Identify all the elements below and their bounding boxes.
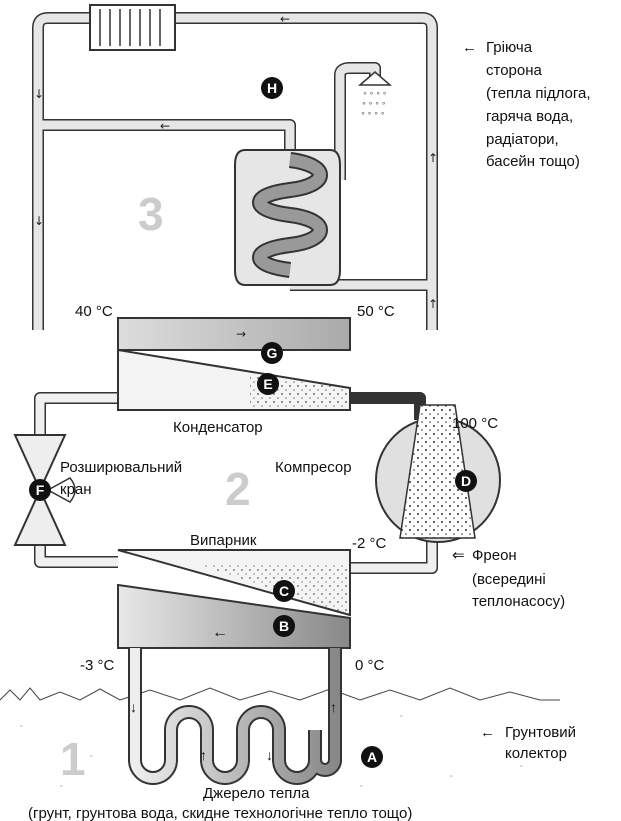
svg-text:°: ° [20,724,23,732]
svg-text:°: ° [360,784,363,792]
valve-label-1: Розширювальний [60,459,182,476]
circuit-number-2: 2 [225,463,251,515]
svg-text:H: H [267,80,277,96]
source-title: Джерело тепла [203,785,310,802]
temp-100: 100 °C [452,415,498,432]
svg-text:↓: ↓ [266,747,273,763]
shower-icon: ° ° ° °° ° ° °° ° ° ° [357,71,393,120]
temp-50: 50 °C [357,303,395,320]
svg-text:↑: ↑ [330,699,337,715]
collector-flow-arrows: ↓ ↑ ↑ ↓ [130,699,337,763]
svg-text:↑: ↑ [428,297,438,311]
badge-h: H [261,77,283,99]
heating-label-4: гаряча вода, [486,108,573,125]
svg-text:A: A [367,749,377,765]
heating-label-6: басейн тощо) [486,153,580,170]
svg-text:C: C [279,583,289,599]
badge-a: A [361,746,383,768]
svg-text:←: ← [160,119,170,133]
svg-text:°: ° [60,784,63,792]
badge-e: E [257,373,279,395]
temp-40: 40 °C [75,303,113,320]
svg-text:° ° ° °: ° ° ° ° [362,101,386,110]
svg-text:°: ° [90,754,93,762]
freon-label-2: (всерединi [472,571,546,588]
heating-label-1: Грiюча [486,39,533,56]
source-subtitle: (грунт, грунтова вода, скидне технологiч… [28,805,412,821]
badge-b: B [273,615,295,637]
ground-collector [128,648,342,785]
svg-text:↑: ↑ [200,747,207,763]
svg-text:D: D [461,473,471,489]
heating-label-5: радiатори, [486,131,559,148]
collector-label-1: Грунтовий [505,724,576,741]
svg-text:↓: ↓ [34,214,44,228]
hot-water-tank [234,149,341,286]
collector-label-2: колектор [505,745,567,762]
freon-label-3: теплонасосу) [472,593,565,610]
svg-text:° ° ° °: ° ° ° ° [361,111,385,120]
compressor [375,404,501,543]
badge-g: G [261,342,283,364]
svg-text:F: F [36,482,45,498]
radiator-icon [89,4,176,51]
flow-arrows: ← ← ↓ ↓ ↑ ↑ [34,12,438,311]
brine-flow-arrow-icon: ← [212,624,228,641]
svg-text:°: ° [450,774,453,782]
evaporator-label: Випарник [190,532,257,549]
heating-label-3: (тепла пiдлога, [486,85,591,102]
heating-arrow-icon: ← [462,39,477,56]
badge-f: F [29,479,51,501]
svg-text:B: B [279,618,289,634]
badge-c: C [273,580,295,602]
condenser-label: Конденсатор [173,419,263,436]
temp-minus3: -3 °C [80,657,115,674]
expansion-valve [13,434,76,546]
svg-text:°: ° [520,764,523,772]
svg-text:↓: ↓ [130,699,137,715]
svg-text:↑: ↑ [428,151,438,165]
badge-d: D [455,470,477,492]
condenser-water-side [117,317,351,351]
temp-0: 0 °C [355,657,385,674]
freon-arrow-icon: ⇐ [452,547,465,564]
heating-label-2: сторона [486,62,543,79]
ground: ° ° ° ° ° ° ° [0,687,560,792]
collector-arrow-icon: ← [480,724,495,741]
svg-text:E: E [263,376,272,392]
svg-text:° ° ° °: ° ° ° ° [363,91,387,100]
compressor-label: Компресор [275,459,352,476]
condenser-flow-arrow-icon: → [236,327,246,341]
svg-text:↓: ↓ [34,87,44,101]
svg-text:°: ° [400,714,403,722]
circuit-number-3: 3 [138,188,164,240]
svg-text:G: G [267,345,278,361]
circuit-number-1: 1 [60,733,86,785]
valve-label-2: кран [60,481,92,498]
freon-label-1: Фреон [472,547,517,564]
temp-minus2: -2 °C [352,535,387,552]
svg-text:←: ← [280,12,290,26]
